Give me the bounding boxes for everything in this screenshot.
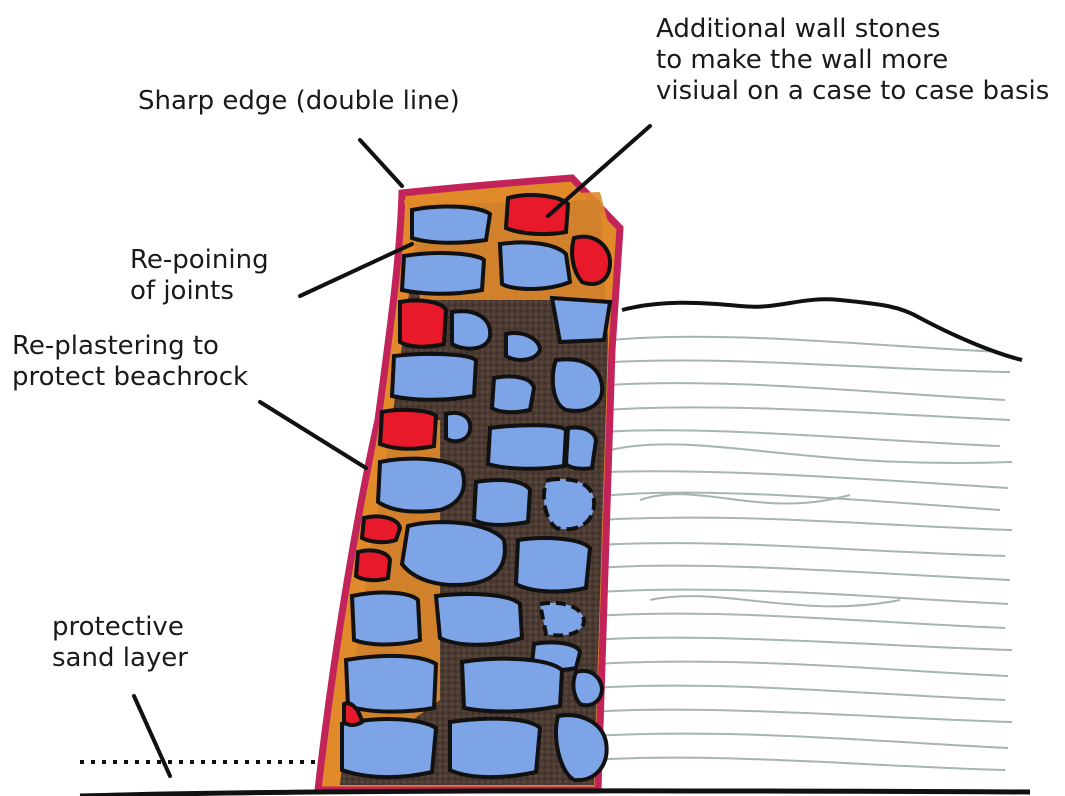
beachrock-hatching: [590, 337, 1012, 770]
label-line: sand layer: [52, 643, 188, 674]
label-line: Additional wall stones: [656, 14, 1049, 45]
label-line: Re-plastering to: [12, 331, 248, 362]
label-line: protect beachrock: [12, 362, 248, 393]
label-line: protective: [52, 612, 188, 643]
leader-replastering: [260, 402, 366, 468]
label-sand-layer: protective sand layer: [52, 612, 188, 674]
label-additional-wall-stones: Additional wall stones to make the wall …: [656, 14, 1049, 107]
label-repointing: Re-poining of joints: [130, 245, 269, 307]
label-sharp-edge: Sharp edge (double line): [138, 86, 460, 117]
label-line: to make the wall more: [656, 45, 1049, 76]
label-replastering: Re-plastering to protect beachrock: [12, 331, 248, 393]
label-line: Re-poining: [130, 245, 269, 276]
label-line: of joints: [130, 276, 269, 307]
label-line: visiual on a case to case basis: [656, 76, 1049, 107]
leader-sand-layer: [134, 696, 170, 776]
leader-sharp-edge: [360, 140, 402, 186]
